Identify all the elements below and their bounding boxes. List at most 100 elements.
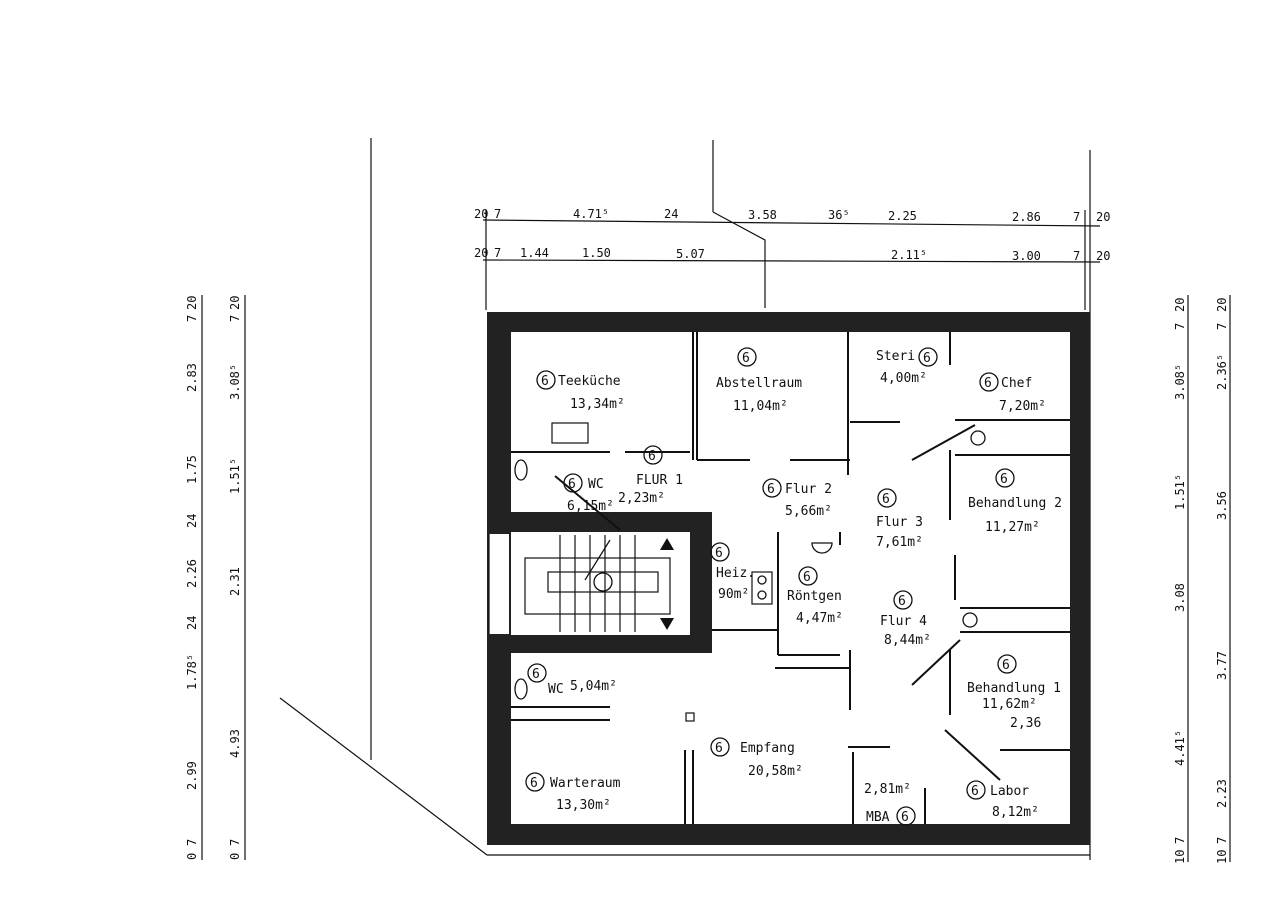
room-text: 90m² [718,587,749,602]
room-number-circle [918,347,938,367]
plan-line [487,512,712,532]
dim-label: 4.41⁵ [1173,730,1187,766]
boiler-icon [751,571,773,605]
right-dimension-chains: 20 7 3.08⁵ 1.51⁵ 3.08 4.41⁵ 7 10 20 7 2.… [1173,295,1231,864]
room-number: 6 [715,546,723,561]
room-number: 6 [742,351,750,366]
plan-line [690,512,712,652]
room-text: 13,34m² [570,397,625,412]
dim-label: 3.58 [748,208,777,222]
room-text: Flur 3 [876,515,923,530]
dim-label: 20 [1173,298,1187,312]
toilet-icon [514,678,528,700]
room-number-circle [997,654,1017,674]
room-number: 6 [803,570,811,585]
room-text: Steri [876,349,915,364]
dim-label: 7 [494,246,501,260]
dim-label: 1.51⁵ [228,458,242,494]
room-text: Empfang [740,741,795,756]
plan-line [279,697,488,856]
plan-line [584,539,611,581]
room-number-circle [762,478,782,498]
dim-label: 2.83 [185,363,199,392]
room-number: 6 [715,741,723,756]
dim-label: 1.50 [582,246,611,260]
room-text: Labor [990,784,1029,799]
left-dimension-chains: 20 7 2.83 1.75 24 2.26 24 1.78⁵ 2.99 7 0… [185,295,246,860]
dim-label: 3.77 [1215,651,1229,680]
room-number: 6 [923,351,931,366]
dim-label: 0 [185,853,199,860]
dim-label: 2.11⁵ [891,248,927,262]
room-number: 6 [1000,472,1008,487]
fixtures [514,422,986,722]
dim-label: 7 [228,839,242,846]
room-text: Abstellraum [716,376,802,391]
room-text: 6,15m² [567,499,614,514]
dim-label: 0 [228,853,242,860]
sink-icon [970,430,986,446]
room-text: 11,62m² [982,697,1037,712]
room-text: 11,04m² [733,399,788,414]
room-text: Warteraum [550,776,621,791]
dim-label: 2.86 [1012,210,1041,224]
room-text: 20,58m² [748,764,803,779]
dim-label: 20 [1096,249,1110,263]
dim-label: 20 [474,246,488,260]
plan-line [482,219,1101,227]
room-number-circle [995,468,1015,488]
dim-label: 1.78⁵ [185,654,199,690]
plan-line: 20 7 2.83 1.75 24 2.26 24 1.78⁵ 2.99 7 0… [185,296,242,860]
arrow-down-icon [660,618,674,630]
room-text: Flur 4 [880,614,927,629]
dim-label: 24 [185,616,199,630]
room-number: 6 [530,776,538,791]
room-text: 2,23m² [618,491,665,506]
arrow-up-icon [660,538,674,550]
room-text: FLUR 1 [636,473,683,488]
room-number: 6 [901,810,909,825]
dim-label: 7 [185,315,199,322]
room-text: 8,44m² [884,633,931,648]
room-number: 6 [898,594,906,609]
room-text: 5,66m² [785,504,832,519]
room-text: 7,20m² [999,399,1046,414]
room-text: 5,04m² [570,679,617,694]
room-number-circle [643,445,663,465]
room-number-circle [563,473,583,493]
dim-label: 4.71⁵ [573,207,609,221]
room-text: Chef [1001,376,1032,391]
plan-line [524,557,671,615]
plan-line [712,211,766,308]
room-text: Behandlung 2 [968,496,1062,511]
room-number-circle [877,488,897,508]
column-icon [685,712,695,722]
exterior-walls [487,312,1090,856]
room-number: 6 [971,784,979,799]
room-empfang: 6 Empfang 20,58m² [710,737,803,779]
dim-label: 10 [1215,850,1229,864]
room-number: 6 [1002,658,1010,673]
plan-line [489,534,509,634]
plan-line [482,259,1101,263]
room-number-circle [527,663,547,683]
dim-label: 10 [1173,850,1187,864]
room-text: 4,47m² [796,611,843,626]
dim-label: 7 [185,839,199,846]
dim-label: 2.26 [185,559,199,588]
room-text: Röntgen [787,589,842,604]
room-number-circle [798,566,818,586]
room-number-circle [737,347,757,367]
